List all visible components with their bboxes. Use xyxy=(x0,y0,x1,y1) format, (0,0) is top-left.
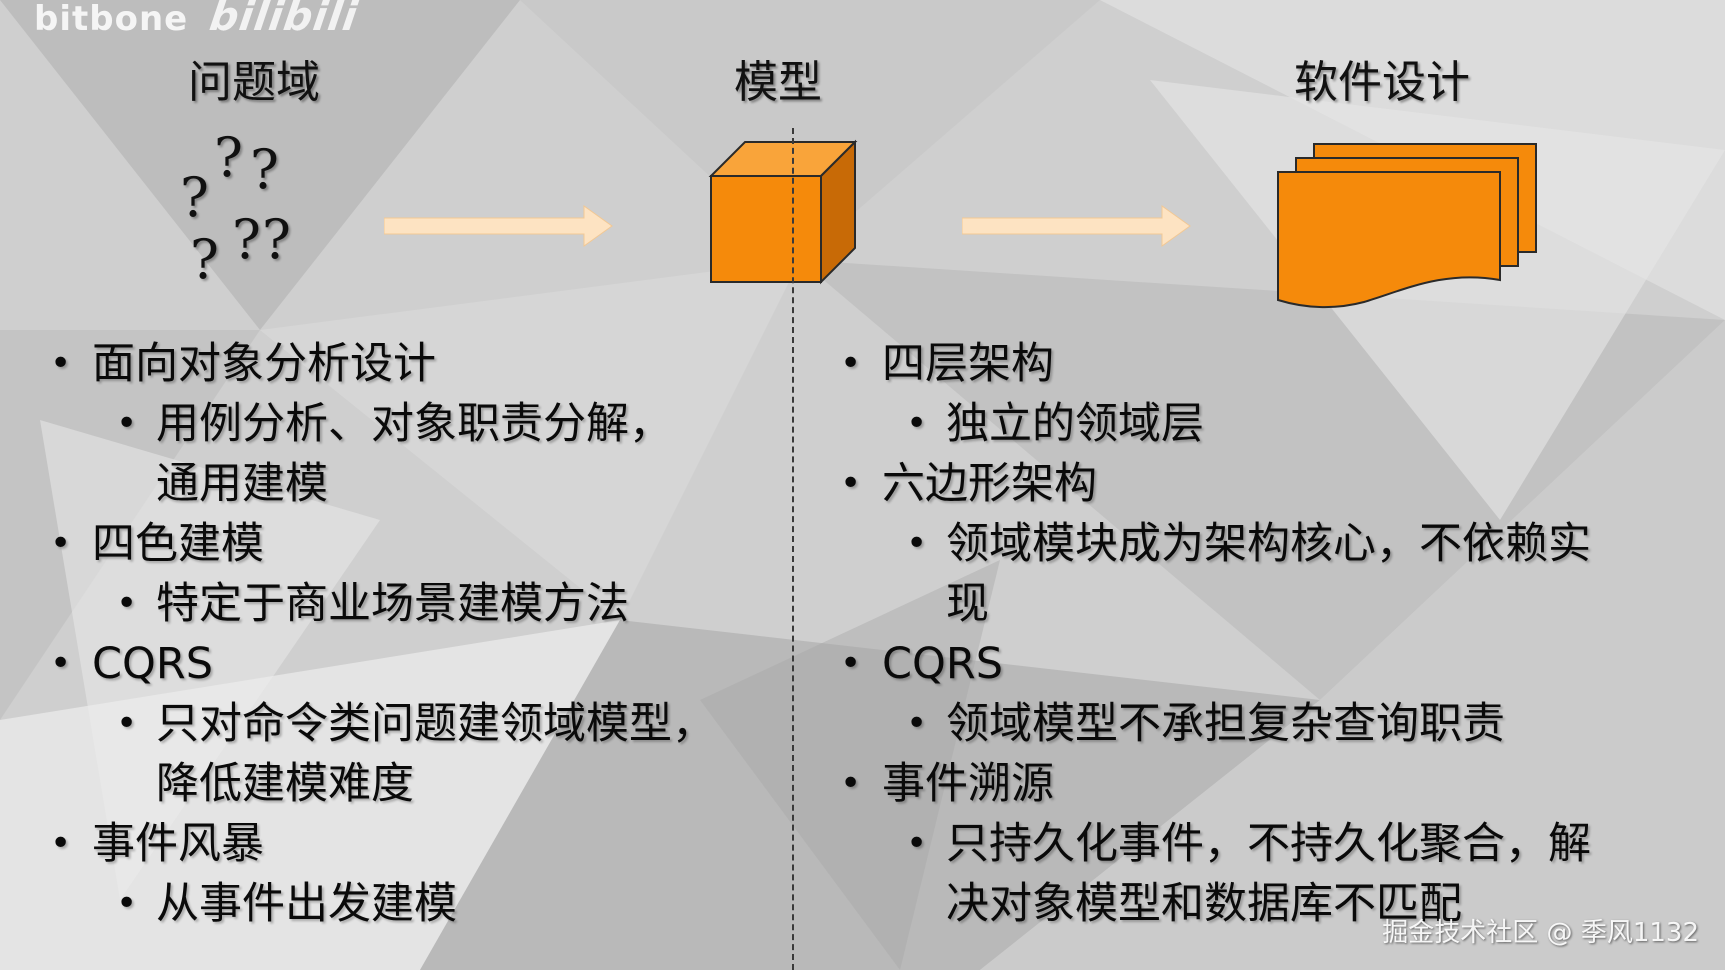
question-mark: ? xyxy=(250,138,279,201)
question-mark: ? xyxy=(190,228,219,291)
list-item: 四色建模 xyxy=(0,514,790,574)
right-arrow-icon xyxy=(962,205,1191,247)
list-item: 通用建模 xyxy=(156,459,328,509)
bitbone-logo: bitbone bilibili xyxy=(34,0,361,40)
question-mark: ? xyxy=(180,166,209,229)
list-item: CQRS xyxy=(790,634,1725,694)
list-item: 降低建模难度 xyxy=(156,759,414,809)
list-item: 面向对象分析设计 xyxy=(0,334,790,394)
software-design-list: 四层架构 独立的领域层 六边形架构 领域模块成为架构核心，不依赖实 现 CQRS… xyxy=(790,334,1725,934)
question-mark: ? xyxy=(214,126,243,189)
list-item: 独立的领域层 xyxy=(790,394,1725,454)
heading-model: 模型 xyxy=(734,57,822,108)
question-mark: ? xyxy=(262,208,291,271)
list-item: 特定于商业场景建模方法 xyxy=(0,574,790,634)
list-item: 只持久化事件，不持久化聚合，解 xyxy=(790,814,1725,874)
question-marks-icon: ? ? ? ? ? ? ? xyxy=(170,126,310,310)
list-item: 从事件出发建模 xyxy=(0,874,790,934)
list-item: 决对象模型和数据库不匹配 xyxy=(946,879,1462,929)
list-item: 事件溯源 xyxy=(790,754,1725,814)
list-item: 六边形架构 xyxy=(790,454,1725,514)
software-design-documents-icon xyxy=(1277,143,1537,309)
heading-software-design: 软件设计 xyxy=(1294,57,1470,108)
list-item: 事件风暴 xyxy=(0,814,790,874)
list-item: CQRS xyxy=(0,634,790,694)
model-cube-icon xyxy=(708,139,858,285)
list-item: 只对命令类问题建领域模型， xyxy=(0,694,790,754)
list-item: 领域模型不承担复杂查询职责 xyxy=(790,694,1725,754)
list-item: 现 xyxy=(946,579,989,629)
question-mark: ? xyxy=(232,208,261,271)
list-item: 用例分析、对象职责分解， xyxy=(0,394,790,454)
credit-watermark: 掘金技术社区 @ 季风1132 xyxy=(1382,918,1699,948)
heading-problem-domain: 问题域 xyxy=(188,57,320,108)
list-item: 领域模块成为架构核心，不依赖实 xyxy=(790,514,1725,574)
list-item: 四层架构 xyxy=(790,334,1725,394)
problem-domain-list: 面向对象分析设计 用例分析、对象职责分解， 通用建模 四色建模 特定于商业场景建… xyxy=(0,334,790,934)
brand-name: bitbone xyxy=(34,0,189,39)
platform-logo: bilibili xyxy=(206,0,361,40)
right-arrow-icon xyxy=(384,205,613,247)
